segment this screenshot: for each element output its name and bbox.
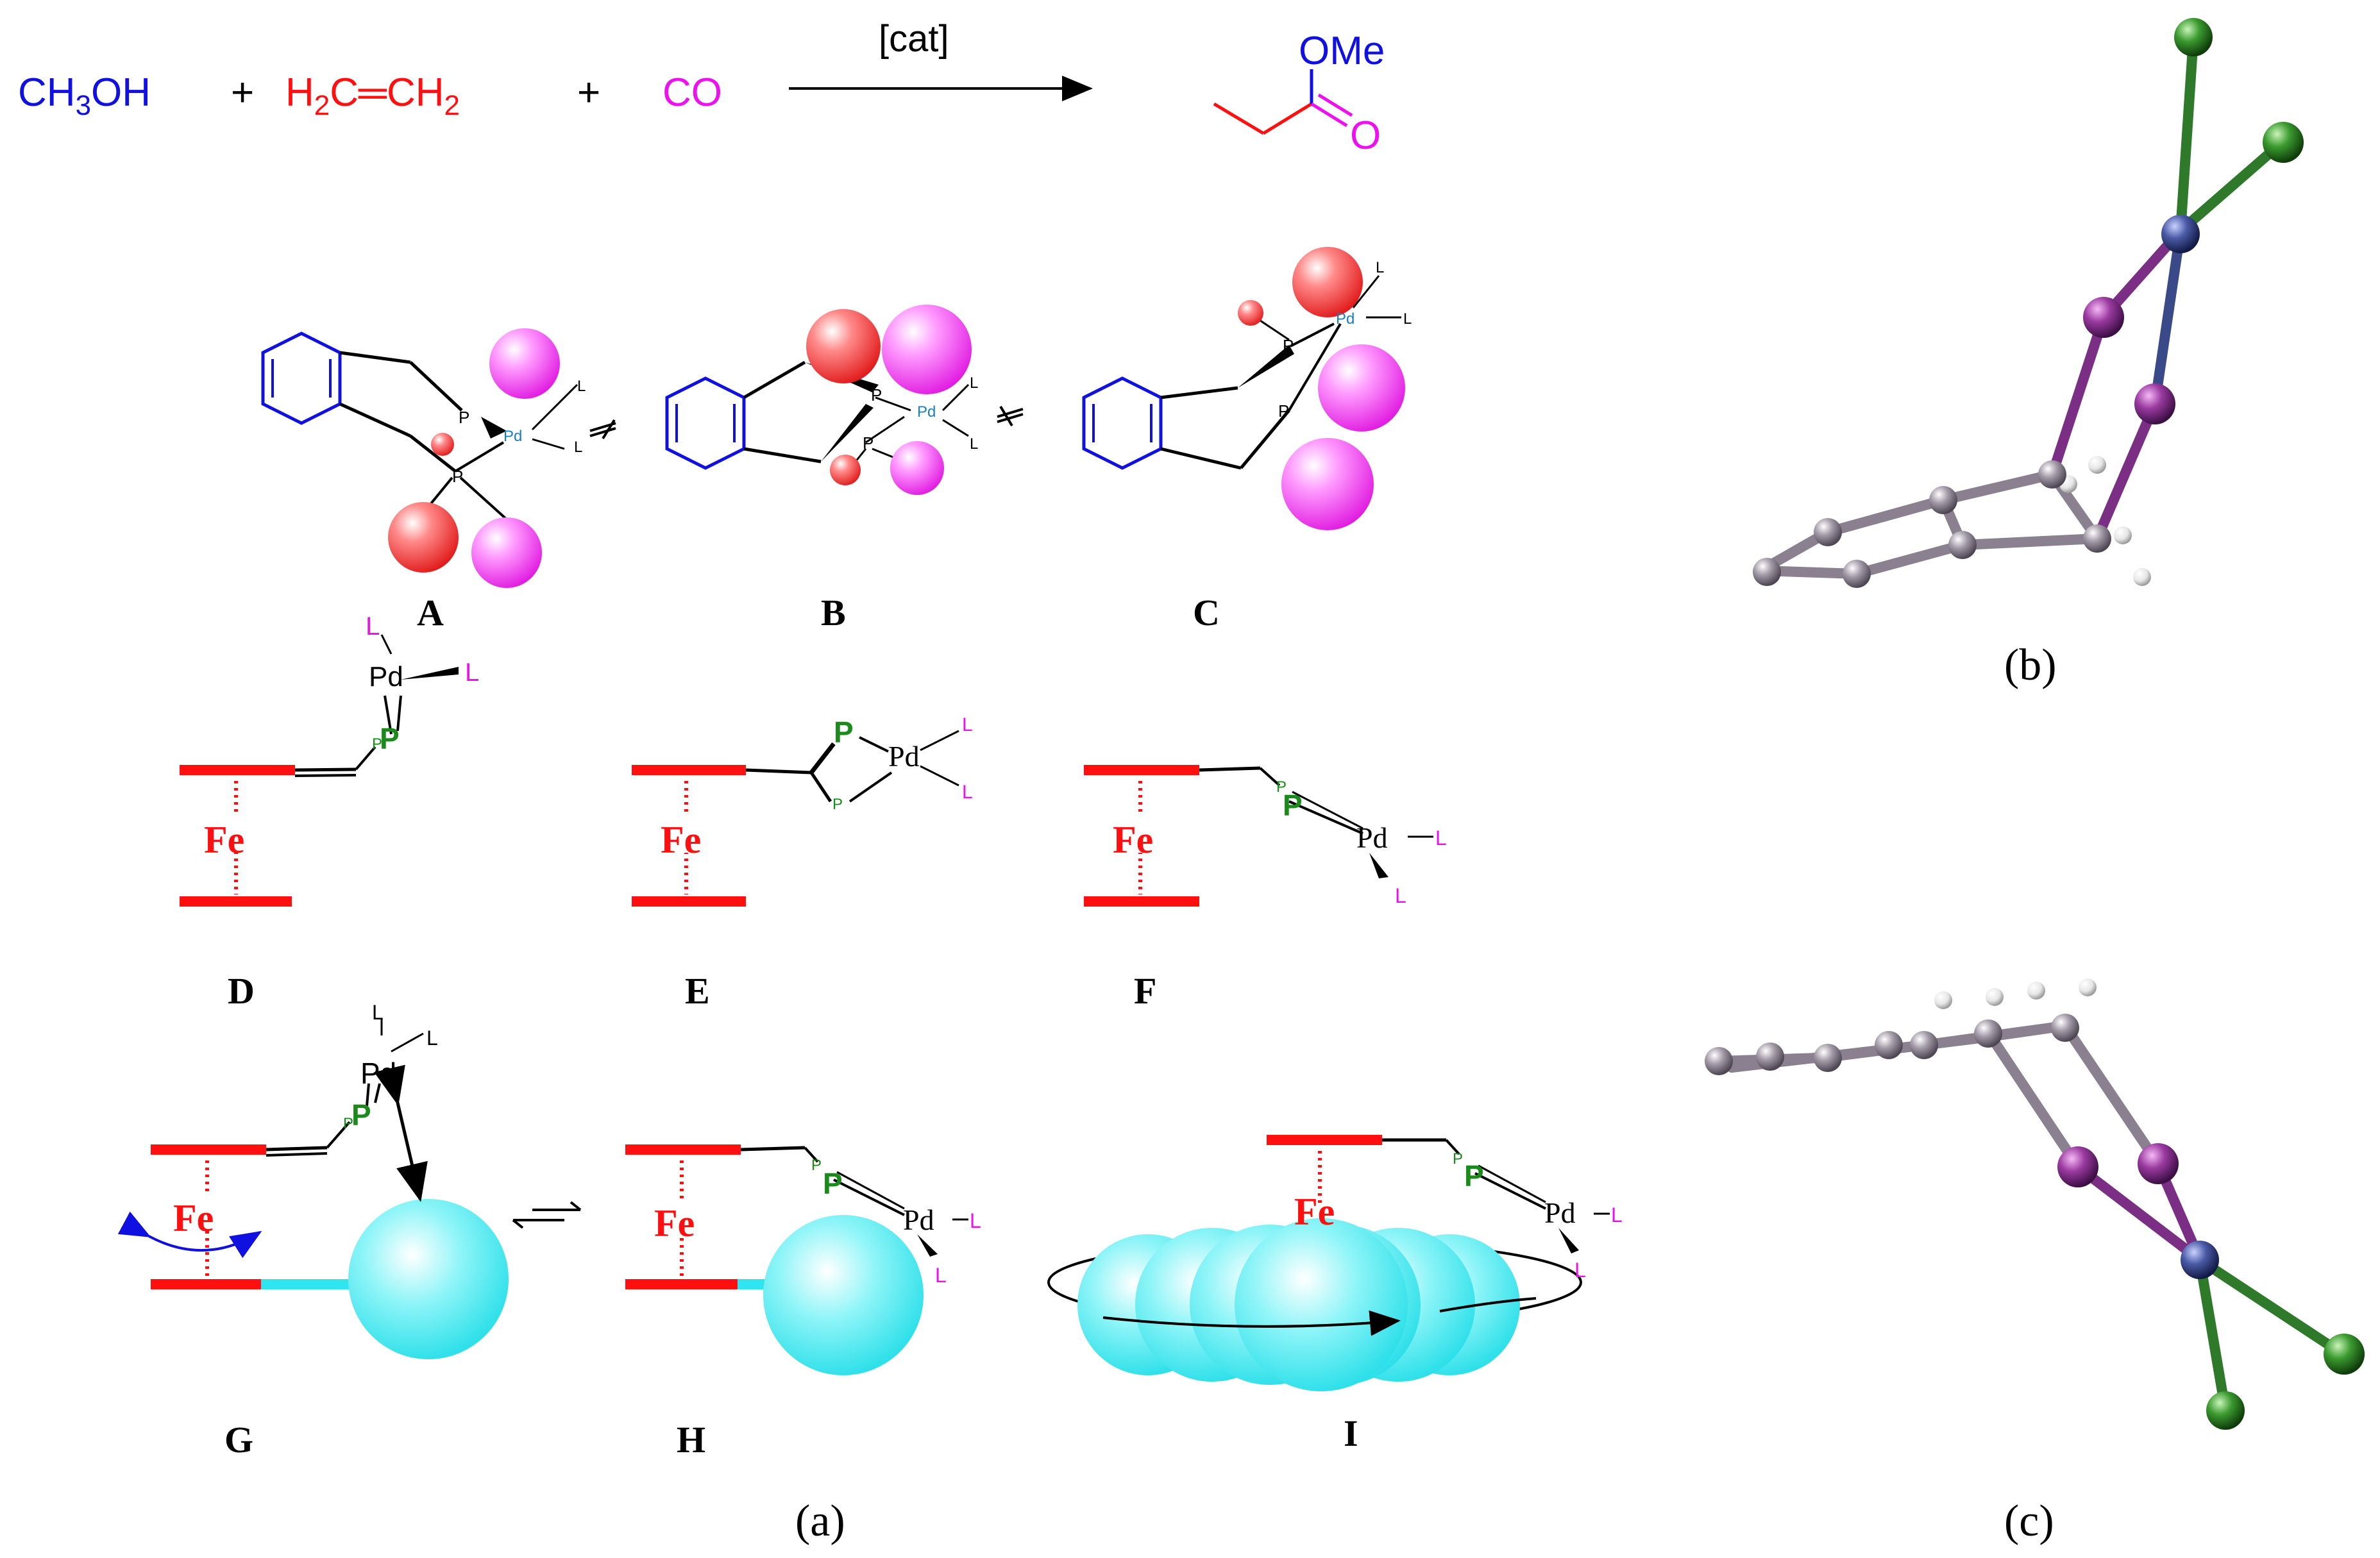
methanol-formula: CH3OH bbox=[18, 71, 151, 121]
crystal-structure-b bbox=[1753, 18, 2304, 588]
svg-text:Pd: Pd bbox=[1336, 310, 1355, 328]
svg-text:Fe: Fe bbox=[661, 819, 701, 861]
svg-text:Pd: Pd bbox=[917, 403, 936, 421]
svg-text:P: P bbox=[823, 1167, 843, 1200]
svg-text:P: P bbox=[1276, 778, 1287, 796]
svg-text:L: L bbox=[1574, 1259, 1586, 1282]
svg-text:P: P bbox=[834, 716, 854, 749]
svg-text:Pd: Pd bbox=[369, 661, 403, 692]
svg-text:P: P bbox=[1283, 789, 1303, 822]
svg-text:P: P bbox=[1464, 1159, 1484, 1193]
label-c: C bbox=[1193, 592, 1220, 633]
structure-a: P P Pd L L A bbox=[261, 328, 586, 633]
crystal-structure-c bbox=[1705, 978, 2365, 1430]
svg-text:L: L bbox=[935, 1264, 947, 1287]
svg-text:Fe: Fe bbox=[654, 1202, 695, 1244]
svg-text:Pd: Pd bbox=[903, 1203, 934, 1236]
plus-sign: + bbox=[231, 71, 254, 115]
svg-text:L: L bbox=[1403, 310, 1412, 328]
svg-text:L: L bbox=[970, 435, 978, 453]
structure-c: P P Pd L L C bbox=[1082, 247, 1412, 633]
structure-h: Fe P P Pd L L H bbox=[625, 1144, 981, 1461]
svg-text:Pd: Pd bbox=[360, 1057, 396, 1090]
caption-c: (c) bbox=[2004, 1496, 2054, 1546]
structure-i: Fe P P Pd L L I bbox=[1047, 1135, 1623, 1454]
svg-text:Fe: Fe bbox=[173, 1197, 214, 1239]
svg-text:P: P bbox=[863, 433, 874, 453]
svg-text:L: L bbox=[970, 374, 978, 392]
svg-text:P: P bbox=[1283, 336, 1294, 355]
structure-f: Fe P P Pd L L F bbox=[1084, 765, 1447, 1012]
svg-text:L: L bbox=[465, 658, 479, 687]
carbonyl-o-label: O bbox=[1350, 113, 1381, 158]
caption-b: (b) bbox=[2004, 641, 2057, 690]
label-e: E bbox=[685, 970, 710, 1012]
svg-text:L: L bbox=[1376, 259, 1384, 276]
methyl-propionate-structure: OMe O bbox=[1213, 29, 1385, 158]
structure-e: Fe P P Pd L L E bbox=[632, 714, 973, 1012]
plus-sign: + bbox=[577, 71, 600, 115]
svg-text:P: P bbox=[351, 1098, 371, 1132]
svg-text:L: L bbox=[426, 1026, 438, 1050]
svg-text:P: P bbox=[811, 1157, 822, 1174]
svg-text:P: P bbox=[372, 735, 382, 753]
svg-text:P: P bbox=[343, 1115, 353, 1132]
label-d: D bbox=[228, 970, 255, 1012]
svg-text:L: L bbox=[577, 378, 586, 395]
ome-label: OMe bbox=[1299, 29, 1385, 73]
svg-text:P: P bbox=[452, 467, 463, 486]
structure-d: Fe Pd L L P P D bbox=[180, 612, 479, 1012]
svg-text:Pd: Pd bbox=[1356, 821, 1388, 854]
svg-text:Pd: Pd bbox=[888, 740, 920, 773]
label-h: H bbox=[677, 1419, 705, 1461]
label-a: A bbox=[417, 592, 444, 633]
svg-text:P: P bbox=[1453, 1150, 1463, 1168]
equilibrium-arrow-ab bbox=[589, 419, 616, 440]
svg-text:L: L bbox=[962, 782, 973, 803]
structure-g: Fe Pd L L P P G bbox=[117, 1001, 509, 1461]
svg-text:L: L bbox=[1435, 826, 1447, 850]
label-b: B bbox=[821, 592, 846, 633]
svg-text:P: P bbox=[1278, 401, 1289, 421]
svg-text:P: P bbox=[871, 385, 882, 405]
svg-text:L: L bbox=[372, 1001, 384, 1024]
structure-b: P P Pd L L B bbox=[665, 305, 978, 633]
catalyst-label: [cat] bbox=[879, 18, 949, 60]
ethylene-formula: H2C═CH2 bbox=[285, 71, 460, 121]
svg-text:L: L bbox=[1611, 1203, 1623, 1227]
svg-text:P: P bbox=[459, 408, 469, 427]
label-g: G bbox=[224, 1419, 253, 1461]
svg-text:L: L bbox=[366, 612, 380, 641]
svg-text:Fe: Fe bbox=[1113, 819, 1153, 861]
svg-text:Fe: Fe bbox=[204, 819, 244, 861]
svg-text:L: L bbox=[970, 1209, 981, 1232]
svg-text:Pd: Pd bbox=[503, 428, 522, 445]
svg-text:L: L bbox=[1395, 884, 1406, 907]
svg-text:Fe: Fe bbox=[1294, 1191, 1335, 1233]
reaction-scheme: CH3OH + H2C═CH2 + CO [cat] OMe O bbox=[18, 18, 1385, 158]
label-i: I bbox=[1344, 1412, 1358, 1454]
svg-text:P: P bbox=[832, 796, 843, 813]
caption-a: (a) bbox=[795, 1496, 845, 1546]
svg-text:L: L bbox=[574, 439, 582, 456]
label-f: F bbox=[1134, 970, 1156, 1012]
equilibrium-arrow-bc bbox=[997, 405, 1024, 427]
svg-text:Pd: Pd bbox=[1544, 1196, 1576, 1229]
equilibrium-arrow-gh bbox=[512, 1201, 582, 1229]
carbon-monoxide-formula: CO bbox=[663, 71, 722, 115]
svg-text:L: L bbox=[962, 714, 973, 735]
svg-text:P: P bbox=[380, 722, 400, 755]
